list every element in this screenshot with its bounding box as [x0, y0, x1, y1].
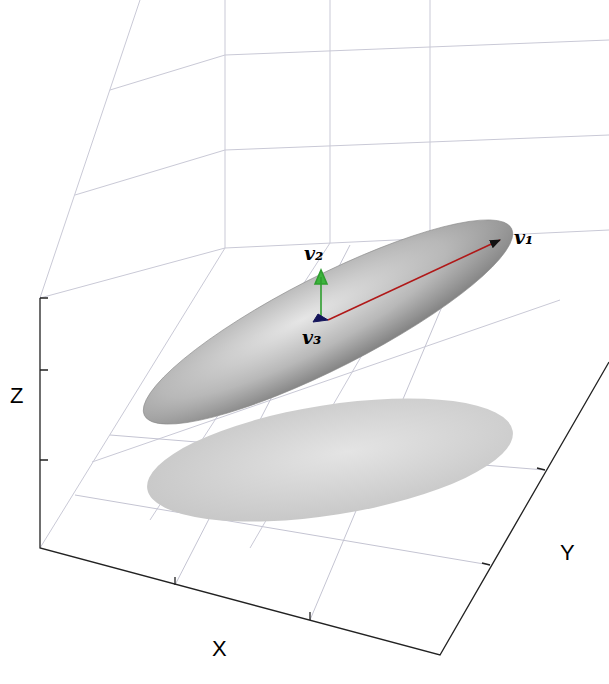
vector-label: v₁: [514, 226, 533, 248]
axis-label: Z: [10, 383, 23, 409]
box-grid: [40, 0, 609, 585]
v2-arrow: [315, 270, 327, 318]
v3-arrow: [313, 314, 328, 322]
vector-label: v₃: [302, 326, 321, 348]
axis-label: X: [212, 636, 227, 662]
axis-label: Y: [560, 540, 575, 566]
v1-arrow: [328, 240, 500, 320]
ellipsoid: [124, 187, 533, 456]
vector-label: v₂: [304, 242, 323, 264]
